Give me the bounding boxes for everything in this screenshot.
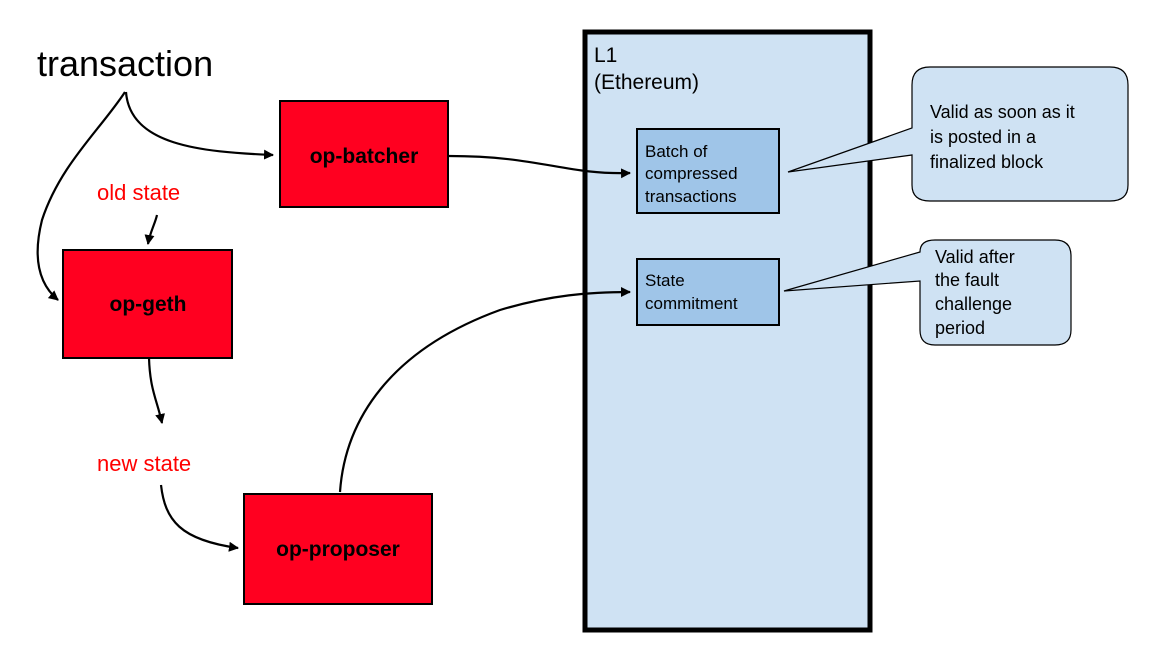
batch-callout-line-1: Valid as soon as it	[930, 102, 1075, 122]
batch-box-line-3: transactions	[645, 187, 737, 206]
transaction-label: transaction	[37, 43, 213, 84]
arrow-transaction-to-op-batcher	[124, 91, 274, 160]
commitment-box-line-1: State	[645, 271, 685, 290]
op-geth-box	[62, 249, 233, 359]
arrow-op-proposer-to-state-commitment	[338, 287, 631, 493]
l1-title: L1	[594, 44, 617, 67]
commitment-callout-line-1: Valid after	[935, 247, 1015, 267]
old-state-label: old state	[97, 180, 180, 205]
commitment-callout-line-3: challenge	[935, 294, 1012, 314]
op-batcher-label: op-batcher	[310, 145, 419, 168]
arrow-op-batcher-to-batch	[448, 154, 631, 179]
batch-box-line-2: compressed	[645, 164, 738, 183]
new-state-label: new state	[97, 451, 191, 476]
l1-subtitle: (Ethereum)	[594, 71, 699, 94]
batch-callout-line-3: finalized block	[930, 152, 1044, 172]
arrow-transaction-to-op-geth	[36, 91, 126, 301]
state-commitment-box	[636, 258, 780, 326]
l1-container	[582, 29, 873, 633]
arrow-old-state-to-op-geth	[144, 214, 159, 245]
batch-of-compressed-transactions-box	[636, 128, 780, 214]
op-proposer-label: op-proposer	[276, 538, 400, 561]
commitment-callout-line-2: the fault	[935, 270, 999, 290]
arrow-op-geth-to-new-state	[147, 357, 165, 424]
commitment-box-line-2: commitment	[645, 294, 738, 313]
op-proposer-box	[243, 493, 433, 605]
op-geth-label: op-geth	[110, 293, 187, 316]
batch-callout-line-2: is posted in a	[930, 127, 1037, 147]
commitment-callout-line-4: period	[935, 318, 985, 338]
batch-box-line-1: Batch of	[645, 142, 708, 161]
batch-validity-callout	[787, 66, 1129, 202]
op-batcher-box	[279, 100, 449, 208]
arrow-new-state-to-op-proposer	[159, 484, 239, 552]
commitment-validity-callout	[783, 239, 1072, 346]
